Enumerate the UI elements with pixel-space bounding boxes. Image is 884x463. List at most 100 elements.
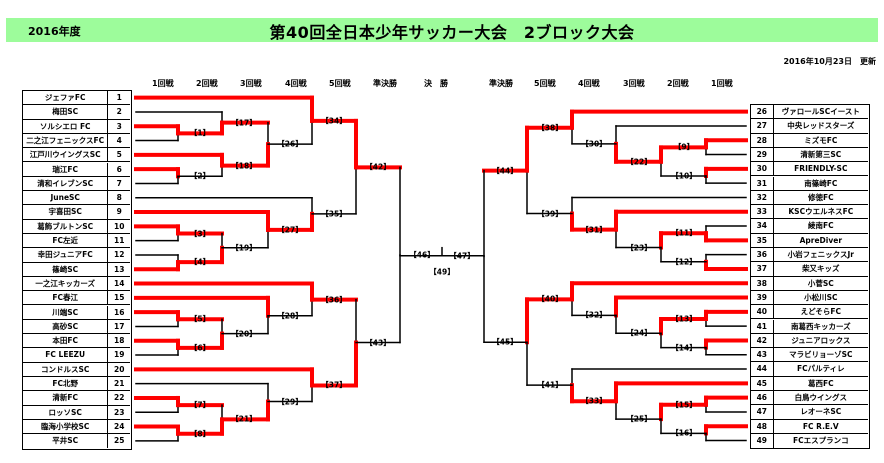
match-label-17: 【17】 — [231, 118, 257, 128]
team-number: 41 — [751, 319, 774, 333]
team-number: 33 — [751, 205, 774, 219]
team-name: 南葛西キッカーズ — [791, 321, 851, 331]
team-number: 3 — [116, 121, 122, 131]
round-label-right-1: 準決勝 — [489, 79, 513, 88]
team-number: 6 — [116, 164, 122, 174]
match-label-35: 【35】 — [321, 209, 347, 219]
match-label-24: 【24】 — [626, 328, 652, 338]
match-label-18: 【18】 — [231, 161, 257, 171]
match-label-19: 【19】 — [231, 243, 257, 253]
team-row: コンドルスSC 20 — [23, 362, 130, 377]
team-name: 本田FC — [23, 334, 109, 348]
title-banner — [6, 18, 878, 42]
team-number: 30 — [751, 162, 774, 176]
team-name: マラビリョーゾSC — [789, 350, 853, 360]
round-label-right-3: 4回戦 — [578, 79, 600, 88]
match-label-15: 【15】 — [671, 400, 697, 410]
team-row: 43 マラビリョーゾSC — [751, 348, 868, 363]
team-name: 柴又キッズ — [802, 264, 840, 274]
team-name: ApreDiver — [799, 235, 843, 245]
team-name: FC LEEZU — [23, 348, 109, 362]
season-year: 2016年度 — [28, 25, 81, 38]
match-label-12: 【12】 — [671, 257, 697, 267]
match-label-34: 【34】 — [321, 116, 347, 126]
team-number: 10 — [113, 221, 125, 231]
team-number: 39 — [751, 290, 774, 305]
match-label-7: 【7】 — [189, 400, 211, 410]
match-label-14: 【14】 — [671, 343, 697, 353]
match-label-21: 【21】 — [231, 414, 257, 424]
match-label-41: 【41】 — [537, 380, 563, 390]
match-label-8: 【8】 — [189, 429, 211, 439]
match-label-20: 【20】 — [231, 329, 257, 339]
team-name: KSCウエルネスFC — [788, 207, 854, 217]
team-number: 28 — [751, 133, 774, 147]
team-number: 42 — [751, 333, 774, 348]
team-name: 宇喜田SC — [23, 205, 109, 219]
match-label-11: 【11】 — [671, 228, 697, 238]
team-number: 43 — [751, 348, 774, 362]
team-name: 一之江キッカーズ — [23, 276, 109, 291]
round-label-left-1: 1回戦 — [152, 79, 174, 88]
team-name: えどそらFC — [800, 307, 842, 317]
match-label-31: 【31】 — [581, 225, 607, 235]
team-number: 40 — [751, 305, 774, 319]
team-name: ミズモFC — [804, 135, 838, 145]
match-label-13: 【13】 — [671, 314, 697, 324]
team-name: 清新FC — [23, 391, 109, 405]
team-name: 瑞江FC — [23, 162, 109, 176]
team-name: 臨海小学校SC — [23, 419, 109, 434]
round-label-right-6: 1回戦 — [711, 79, 733, 88]
team-name: 白鳥ウイングス — [794, 393, 848, 402]
team-number: 34 — [751, 219, 774, 233]
team-name: 平井SC — [23, 434, 109, 449]
team-row: 39 小松川SC — [751, 290, 868, 306]
team-name: FCパルティレ — [796, 364, 845, 374]
match-label-10: 【10】 — [671, 171, 697, 181]
match-label-45: 【45】 — [492, 337, 518, 347]
team-name: 江戸川ウイングスSC — [23, 148, 109, 162]
team-number: 23 — [113, 407, 125, 417]
team-name: 二之江フェニックスFC — [23, 133, 109, 148]
match-label-37: 【37】 — [321, 380, 347, 390]
match-label-3: 【3】 — [189, 229, 211, 238]
page-title: 第40回全日本少年サッカー大会 2ブロック大会 — [269, 23, 635, 42]
match-label-36: 【36】 — [321, 295, 347, 305]
team-name: 小岩フェニックスJr — [787, 250, 854, 259]
team-name: コンドルスSC — [23, 362, 109, 376]
team-number: 5 — [116, 150, 122, 160]
team-name: 川端SC — [23, 305, 109, 319]
match-label-26: 【26】 — [277, 139, 303, 149]
team-row: 33 KSCウエルネスFC — [751, 205, 868, 220]
match-label-32: 【32】 — [581, 310, 607, 320]
team-name: 小松川SC — [804, 292, 838, 302]
team-number: 20 — [113, 364, 125, 374]
match-label-25: 【25】 — [626, 414, 652, 424]
round-label-left-6: 準決勝 — [373, 79, 397, 88]
team-name: 葛西FC — [807, 378, 834, 388]
